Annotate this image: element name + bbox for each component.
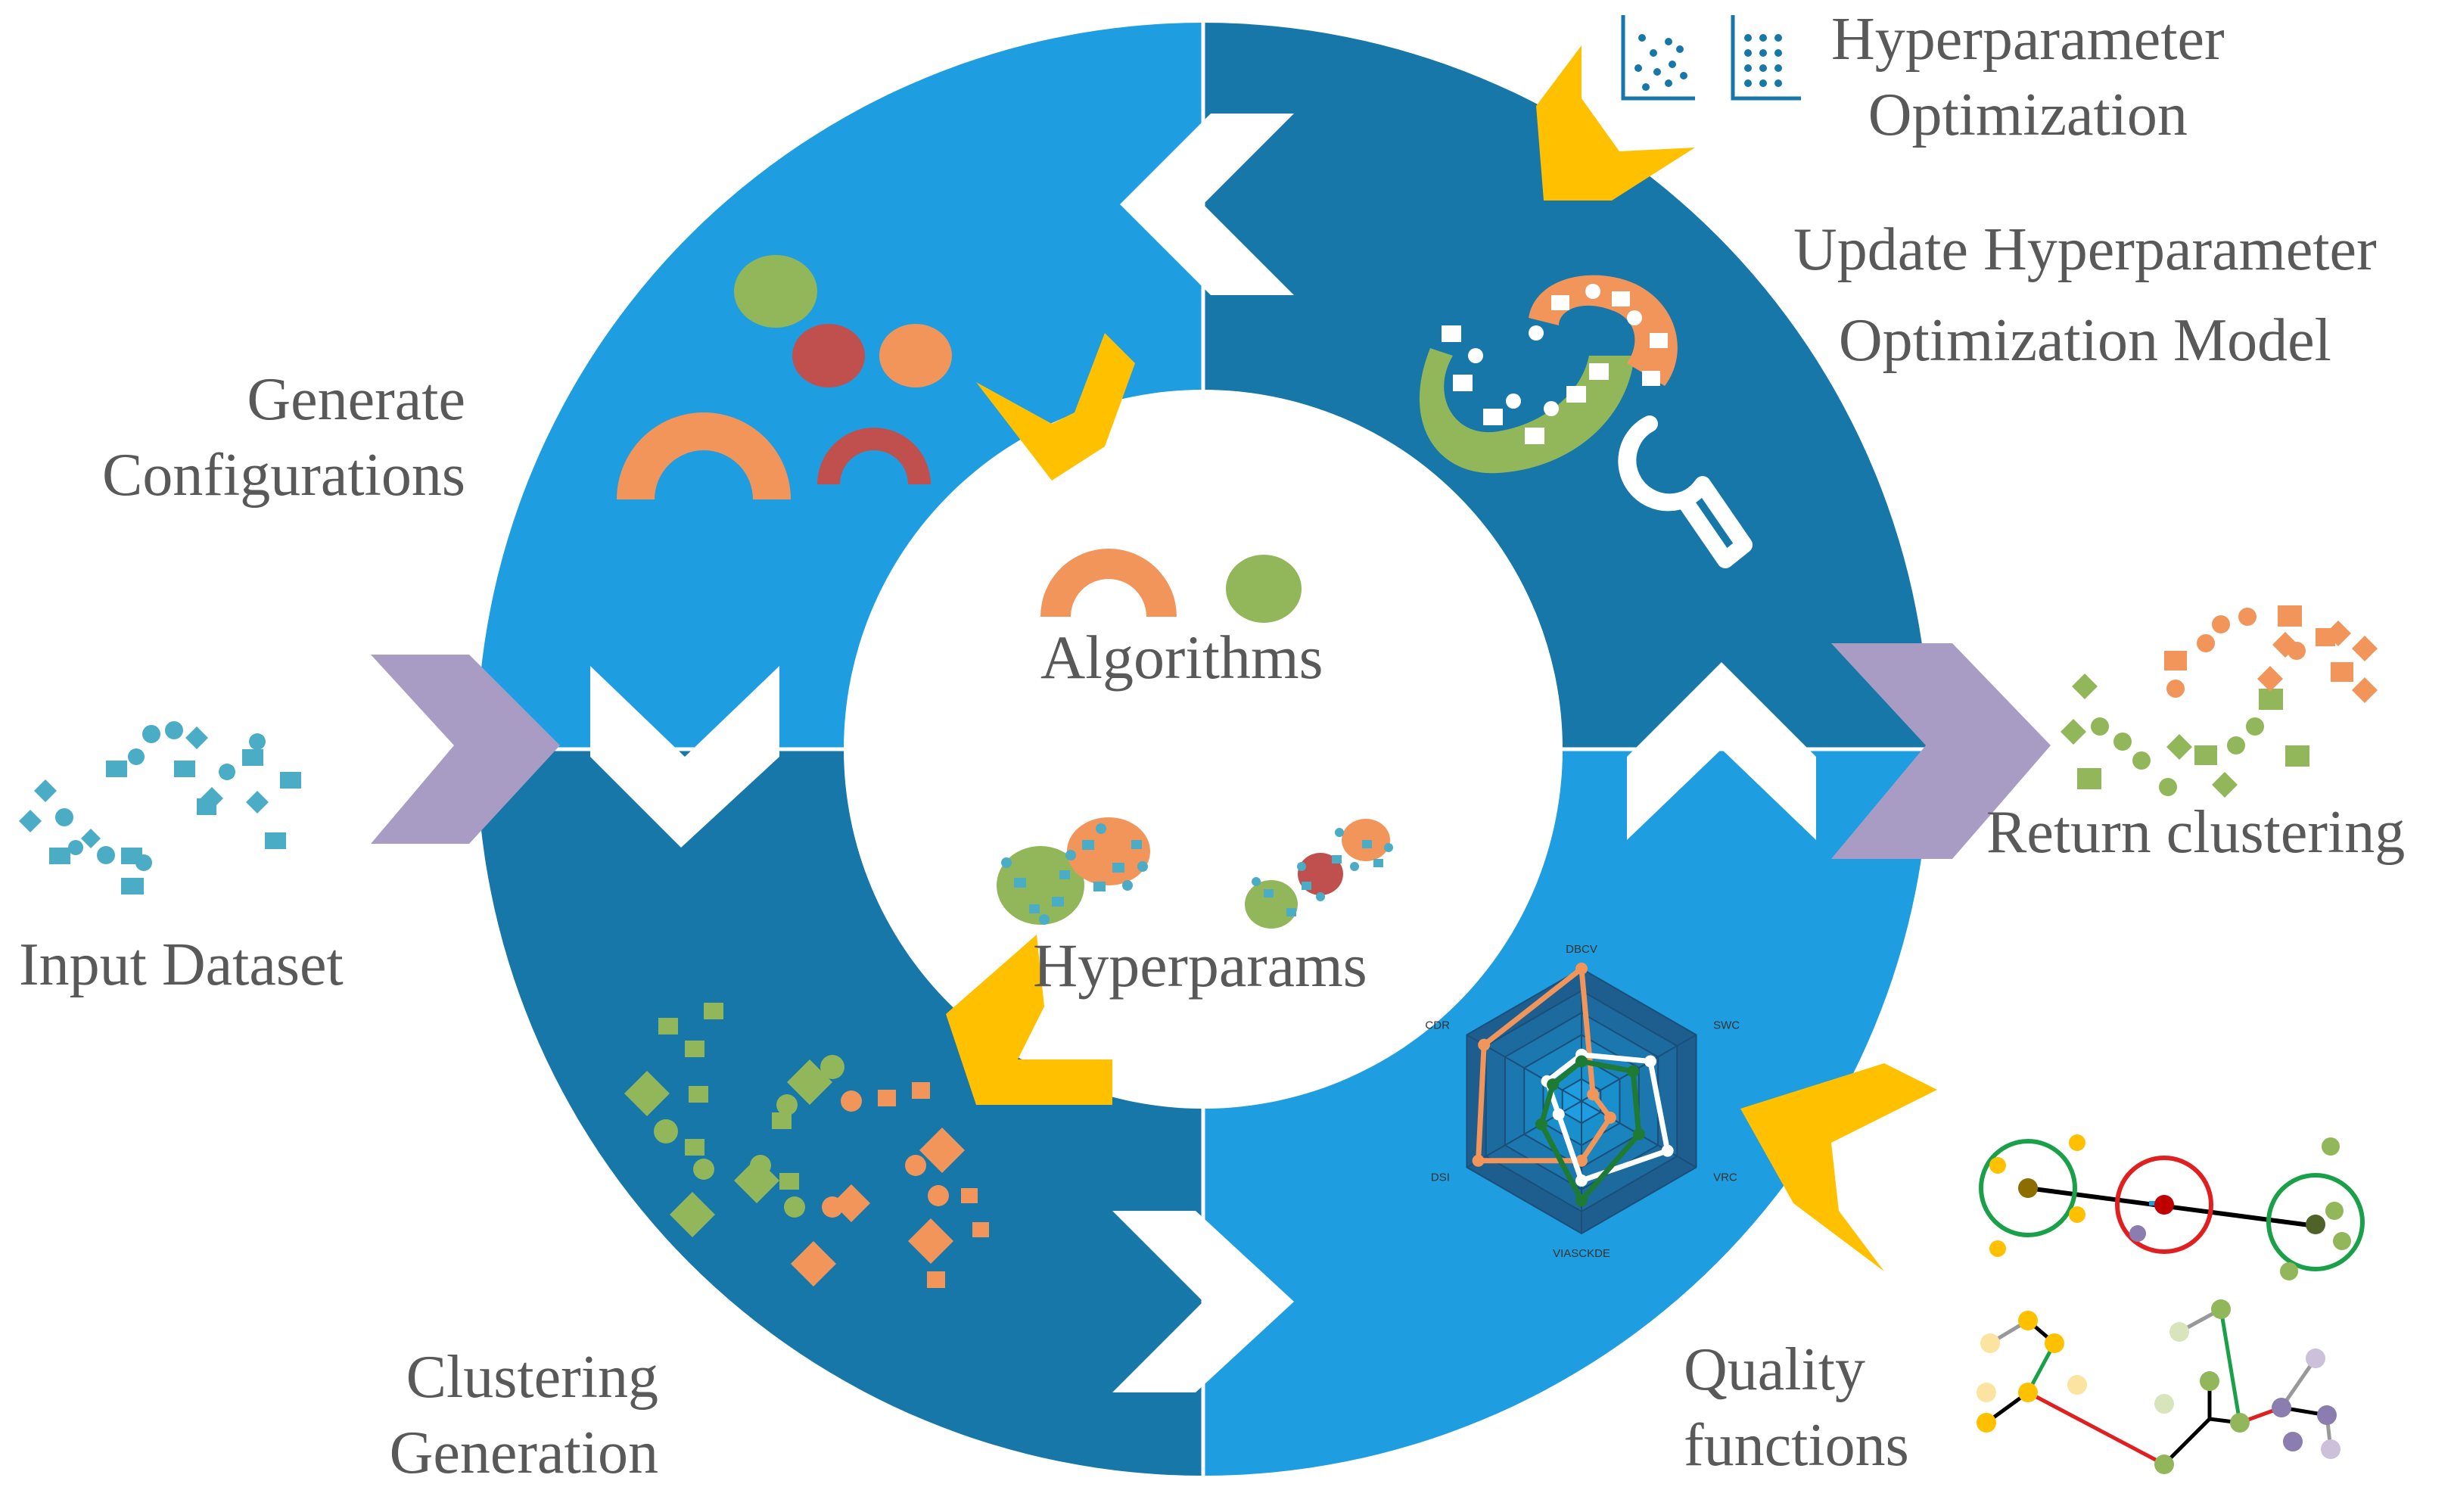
radar-point (1575, 1055, 1588, 1068)
radar-axis-label: CDR (1425, 1019, 1450, 1032)
radar-axis-label: VRC (1713, 1171, 1737, 1184)
scatter-plot-icon (1621, 15, 1695, 101)
radar-axis-label: DSI (1431, 1171, 1450, 1184)
label-clustering-generation: Clustering Generation (356, 1339, 658, 1491)
label-quality-functions: Quality functions (1684, 1332, 1909, 1483)
label-line: Hyperparameter (1831, 6, 2225, 73)
label-line: Update Hyperparameter (1793, 216, 2377, 283)
cluster-separation-graphic (1979, 1134, 2365, 1280)
ring-quadrant-clustering (477, 749, 1203, 1476)
label-line: Hyperparams (1033, 931, 1367, 1000)
label-hyperparameter-optimization: Hyperparameter Optimization (1831, 2, 2225, 153)
radar-point (1575, 963, 1588, 975)
label-hyperparams: Hyperparams (1033, 927, 1367, 1005)
label-line: Quality (1684, 1336, 1865, 1403)
label-generate-configurations: Generate Configurations (76, 362, 465, 513)
radar-axis-label: SWC (1713, 1019, 1740, 1032)
label-line: Optimization (1868, 82, 2188, 148)
radar-point (1547, 1078, 1560, 1091)
algorithms-icons (1040, 549, 1302, 623)
radar-point (1478, 1038, 1491, 1051)
radar-point (1575, 1174, 1588, 1187)
radar-point (1575, 1154, 1588, 1167)
white-chevron-left (1120, 114, 1294, 295)
radar-point (1627, 1065, 1640, 1078)
label-line: Optimization Model (1838, 307, 2331, 374)
radar-point (1632, 1128, 1645, 1140)
clustering-generation-scatter (624, 1003, 989, 1288)
label-line: Input Dataset (19, 932, 344, 998)
hyperparams-icons (997, 817, 1393, 929)
label-line: Return clustering (1986, 799, 2406, 866)
radar-axis-label: VIASCKDE (1553, 1247, 1610, 1260)
input-dataset-scatter (19, 721, 301, 894)
purple-chevron-input (371, 655, 560, 844)
radar-spoke (1581, 1034, 1697, 1102)
radar-point (1661, 1144, 1674, 1157)
radar-point (1575, 1194, 1588, 1207)
label-line: Configurations (102, 442, 465, 509)
white-chevron-up (1627, 662, 1816, 840)
label-return-clustering: Return clustering (1986, 795, 2405, 870)
ring-quadrant-generate (477, 23, 1203, 749)
label-line: Clustering (406, 1344, 658, 1411)
wrench-icon (1618, 415, 1753, 568)
white-chevron-right (1112, 1211, 1294, 1392)
radar-point (1644, 1055, 1656, 1068)
label-line: Generation (389, 1420, 658, 1486)
white-chevron-down (590, 666, 779, 848)
return-clustering-scatter (2061, 605, 2378, 798)
label-input-dataset: Input Dataset (19, 927, 344, 1003)
yellow-chevron-top-right (1536, 45, 1695, 201)
radar-point (1535, 1118, 1547, 1131)
yellow-chevron-bottom-right (1740, 1063, 1937, 1271)
update-model-graphic (1419, 275, 1753, 568)
radar-axis-label: DBCV (1566, 943, 1597, 956)
label-line: functions (1684, 1412, 1909, 1479)
radar-point (1587, 1088, 1600, 1101)
quality-radar-chart: DBCV SWC VRC VIASCKDE DSI CDR (1425, 943, 1740, 1260)
cluster-graph-graphic (1977, 1299, 2340, 1474)
label-line: Generate (247, 366, 465, 433)
configuration-shapes (617, 255, 952, 499)
grid-plot-icon (1731, 15, 1801, 101)
yellow-chevron-inner-bottom (946, 935, 1112, 1105)
yellow-chevron-inner-top (976, 333, 1135, 481)
label-algorithms: Algorithms (1040, 619, 1323, 697)
radar-point (1472, 1154, 1485, 1167)
label-update-model: Update Hyperparameter Optimization Model (1793, 204, 2377, 386)
radar-point (1603, 1111, 1616, 1124)
radar-point (1552, 1108, 1565, 1121)
label-line: Algorithms (1040, 623, 1323, 692)
purple-chevron-output (1831, 643, 2051, 859)
